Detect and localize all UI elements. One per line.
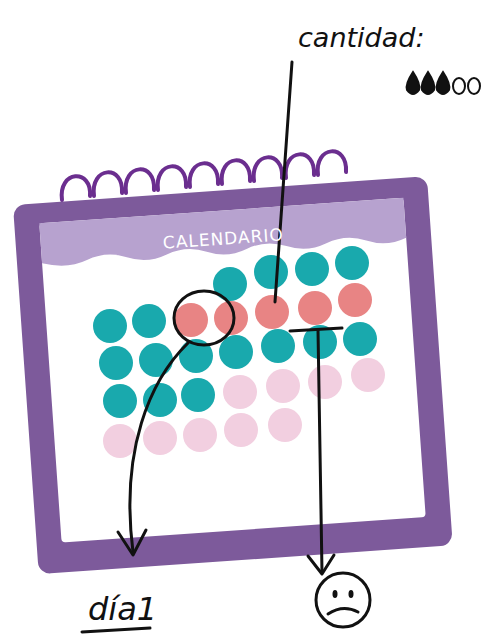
- day-dots: [93, 246, 385, 458]
- day-label: día1: [88, 590, 157, 628]
- calendar-sheet: [39, 198, 425, 543]
- sad-face-eyes: [333, 590, 354, 598]
- quantity-drops: [407, 72, 480, 94]
- calendar-frame: [13, 176, 453, 574]
- calendar-title: CALENDARIO: [16, 214, 431, 263]
- leader-lines: [118, 62, 370, 627]
- underline: [82, 628, 150, 632]
- quantity-label: cantidad:: [298, 22, 425, 53]
- calendar: CALENDARIO: [13, 176, 453, 574]
- calendar-body: [13, 176, 453, 574]
- spiral-rings: [62, 151, 346, 200]
